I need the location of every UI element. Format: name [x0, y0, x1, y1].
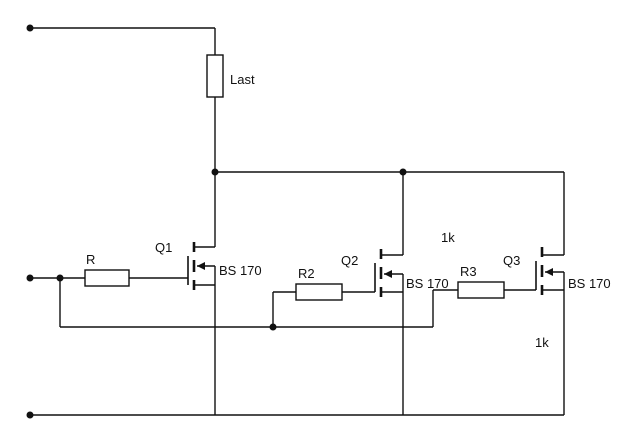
- resistor-r: [84, 269, 130, 287]
- q1-label: Q1: [155, 240, 172, 255]
- resistor-r3-label: R3: [460, 264, 477, 279]
- value-label-lower: 1k: [535, 335, 549, 350]
- q3-type-label: BS 170: [568, 276, 611, 291]
- junction-r2: [269, 323, 277, 331]
- load-resistor: Last: [206, 54, 255, 98]
- ground-rail: [26, 411, 564, 419]
- q3-label: Q3: [503, 253, 520, 268]
- resistor-r3: [457, 281, 505, 299]
- mosfet-q2: Q2 BS 170: [341, 249, 449, 415]
- drain-bus: [211, 168, 565, 255]
- value-label-upper: 1k: [441, 230, 455, 245]
- q1-type-label: BS 170: [219, 263, 262, 278]
- load-label: Last: [230, 72, 255, 87]
- resistor-r2-label: R2: [298, 266, 315, 281]
- supply-rail: [26, 24, 216, 55]
- resistor-r2: [295, 283, 343, 301]
- terminal-top: [26, 24, 34, 32]
- q2-type-label: BS 170: [406, 276, 449, 291]
- r3-network: R3: [457, 264, 536, 299]
- resistor-r-label: R: [86, 252, 95, 267]
- mosfet-q1: Q1 BS 170: [155, 172, 262, 415]
- r2-network: R2: [269, 266, 375, 331]
- terminal-ground: [26, 411, 34, 419]
- input-network: R: [26, 252, 458, 328]
- mosfet-q3: Q3 BS 170: [503, 247, 611, 415]
- q2-label: Q2: [341, 253, 358, 268]
